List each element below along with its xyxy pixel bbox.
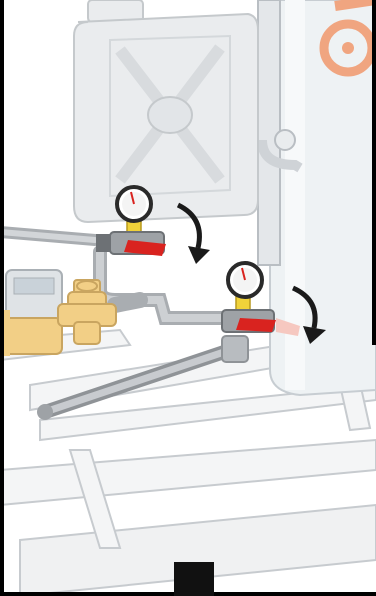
pressure-gauge-upper [117, 187, 151, 232]
water-meter [0, 270, 62, 356]
boiler-logo-dot [342, 42, 354, 54]
water-canister [74, 0, 258, 222]
pressure-gauge-lower [228, 263, 262, 310]
bottom-marker [174, 562, 214, 596]
